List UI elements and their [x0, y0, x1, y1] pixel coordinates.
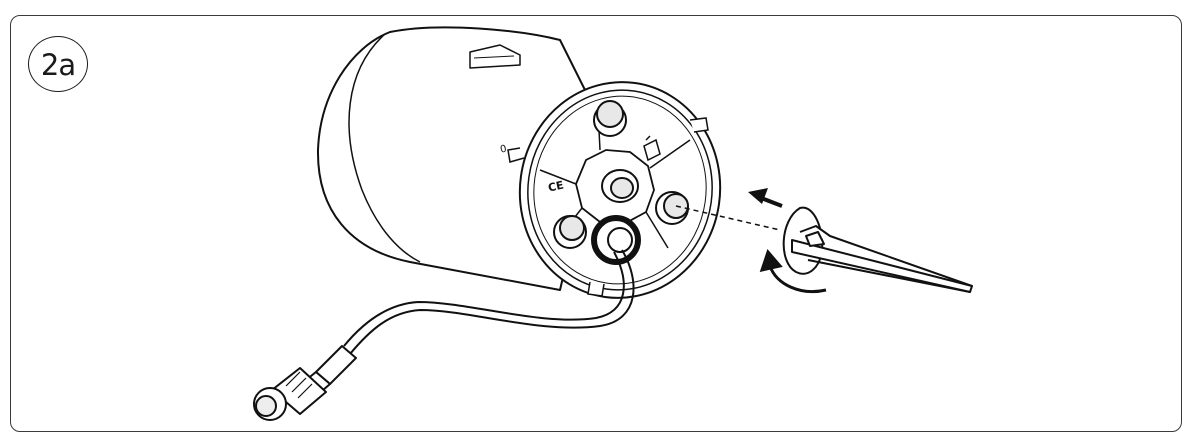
- cable-gland: [591, 215, 641, 265]
- svg-text:CE: CE: [547, 179, 565, 195]
- push-arrow-icon: [748, 188, 783, 208]
- zero-mark-icon: 0: [499, 144, 508, 156]
- mounting-posts: [553, 100, 689, 249]
- ce-mark-icon: CE: [547, 179, 565, 195]
- step-badge: 2a: [28, 36, 88, 92]
- power-cable: [343, 249, 635, 355]
- rotate-arrow-icon: [759, 249, 827, 293]
- step-label: 2a: [40, 47, 76, 82]
- recycling-symbol-icon: [643, 135, 661, 162]
- figure-frame: [10, 15, 1182, 432]
- ground-spike: [782, 206, 973, 293]
- cable-connector: [253, 345, 357, 421]
